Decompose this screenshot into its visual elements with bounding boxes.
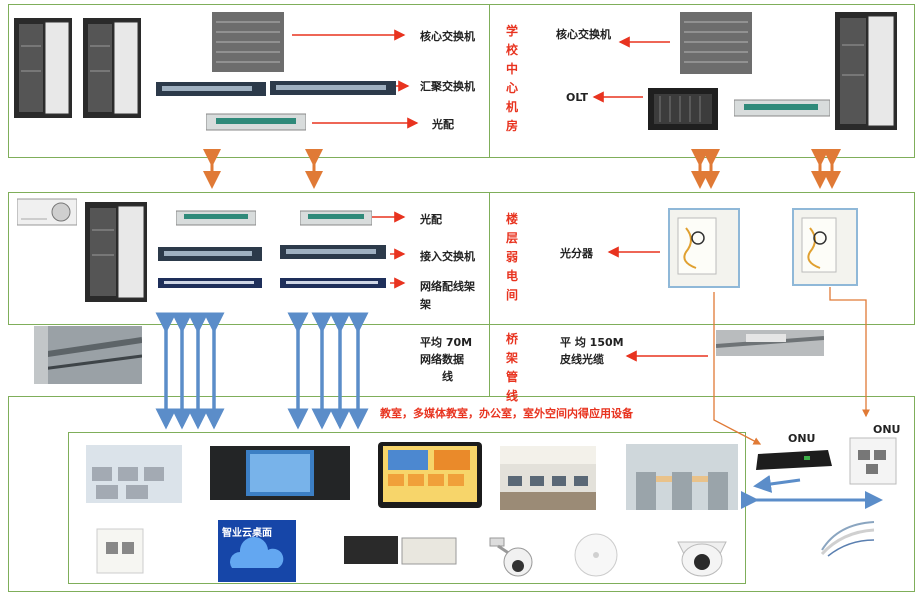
air-conditioner-icon — [16, 197, 78, 227]
floor-room-label: 楼层弱电间 — [505, 212, 518, 302]
end-devices-title: 教室，多媒体教室，办公室，室外空间内得应用设备 — [380, 407, 633, 420]
network-socket-icon — [96, 528, 144, 574]
end-devices-outer-box — [8, 396, 915, 592]
access-switch-icon — [158, 244, 262, 264]
core-switch-icon — [680, 12, 752, 74]
office-photo-icon — [500, 446, 596, 510]
mid-fiber-patch-label: 光配 — [420, 213, 442, 226]
server-rack-icon — [84, 200, 150, 304]
tray-label: 桥架管线 — [505, 332, 518, 403]
access-switch-icon — [280, 242, 386, 262]
fiber-patch-icon — [299, 208, 373, 228]
cable-right-line2: 皮线光缆 — [560, 353, 604, 366]
fiber-patch-icon — [733, 96, 831, 120]
cable-left-line3: 线 — [442, 370, 453, 383]
fiber-patch-icon — [175, 208, 257, 228]
cloud-desktop-title: 智业云桌面 — [222, 528, 272, 539]
cable-icon — [818, 514, 878, 558]
cable-left-line2: 网络数据 — [420, 353, 464, 366]
turnstile-photo-icon — [626, 444, 738, 510]
aggregation-switch-icon — [270, 79, 396, 97]
cable-tray-photo-icon — [33, 326, 143, 384]
top-right-core-switch-label: 核心交换机 — [556, 28, 611, 41]
school-room-label: 学校中心机房 — [505, 24, 518, 133]
mid-patch-panel-label-2: 架 — [420, 298, 431, 311]
aggregation-switch-icon — [156, 80, 266, 98]
cable-left-line1: 平均 70M — [420, 336, 473, 349]
core-switch-icon — [212, 12, 284, 72]
onu-left-label: ONU — [788, 432, 816, 445]
splitter-label: 光分器 — [560, 247, 593, 260]
top-agg-switch-label: 汇聚交换机 — [420, 80, 475, 93]
interactive-board-icon — [210, 446, 350, 500]
mid-access-switch-label: 接入交换机 — [420, 250, 475, 263]
cable-right-line1: 平 均 150M — [560, 336, 624, 349]
top-fiber-patch-label: 光配 — [432, 118, 454, 131]
mid-patch-panel-label: 网络配线架 — [420, 280, 475, 293]
access-point-icon — [570, 532, 622, 578]
dome-camera-icon — [674, 530, 730, 580]
top-core-switch-label: 核心交换机 — [420, 30, 475, 43]
cable-tray-photo-icon — [715, 330, 825, 356]
onu-icon — [752, 444, 834, 474]
server-rack-icon — [82, 16, 144, 120]
splitter-box-icon — [668, 208, 740, 288]
speaker-icon — [340, 532, 460, 568]
computer-lab-photo-icon — [86, 445, 182, 503]
onu-right-label: ONU — [873, 423, 901, 436]
ptz-camera-icon — [486, 534, 542, 580]
server-rack-icon — [13, 16, 75, 120]
splitter-box-icon — [792, 208, 858, 286]
patch-panel-icon — [158, 275, 262, 289]
olt-icon — [648, 86, 718, 132]
touch-kiosk-icon — [378, 442, 482, 508]
patch-panel-icon — [280, 275, 386, 289]
floor-room-right-box — [489, 192, 915, 325]
cable-tray-left-box — [489, 325, 490, 396]
fiber-patch-icon — [205, 110, 307, 134]
olt-label: OLT — [566, 91, 589, 104]
cloud-desktop-icon — [218, 520, 296, 582]
onu-icon — [848, 436, 898, 486]
server-rack-icon — [834, 10, 900, 132]
